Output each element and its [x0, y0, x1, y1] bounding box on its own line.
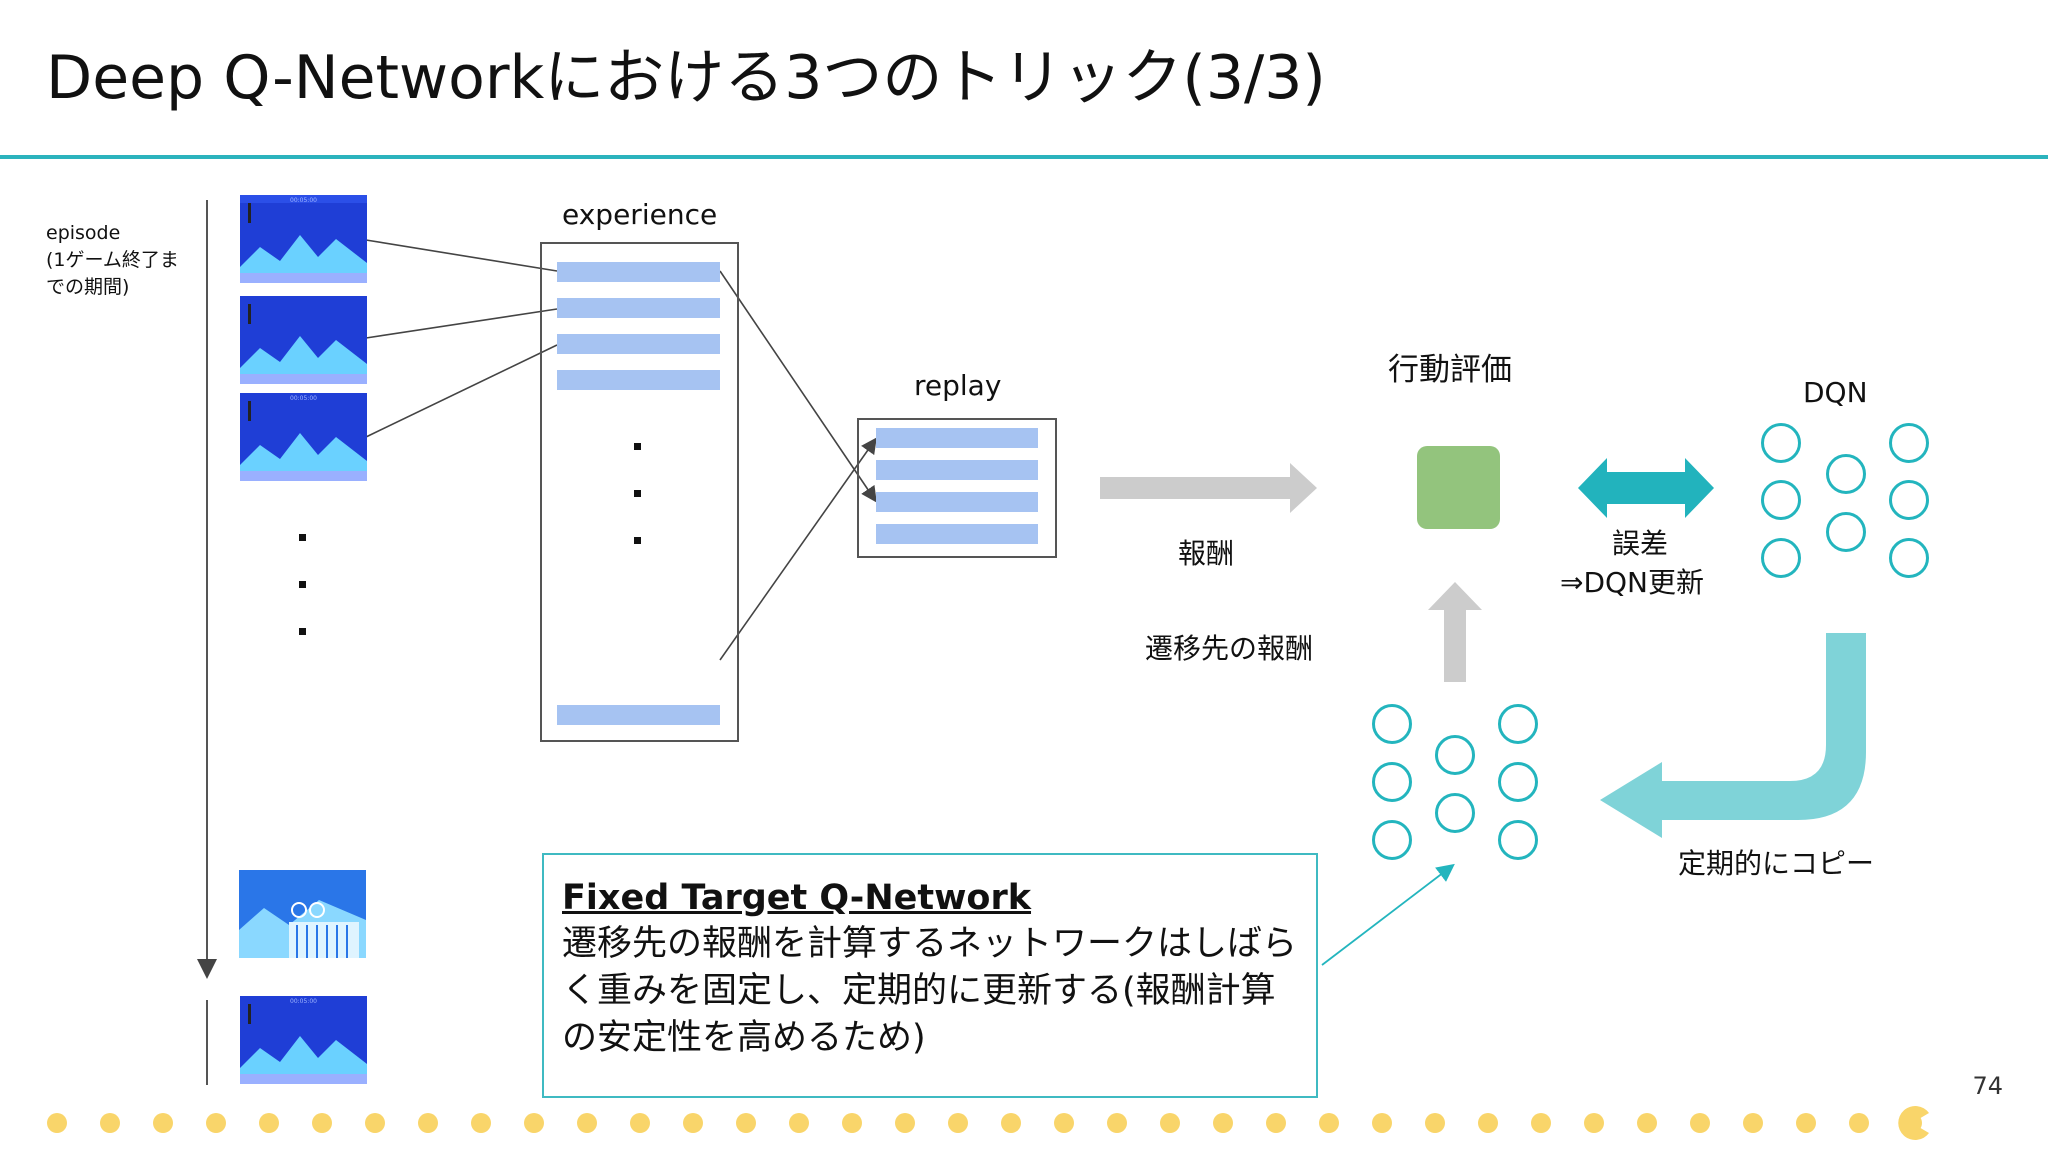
experience-bar — [557, 370, 720, 390]
footer-dot — [1849, 1113, 1869, 1133]
footer-dot — [895, 1113, 915, 1133]
fixed-target-title: Fixed Target Q-Network — [562, 878, 1032, 918]
footer-dot — [683, 1113, 703, 1133]
target-neuron — [1435, 735, 1475, 775]
ellipsis-dot — [299, 628, 306, 635]
ellipsis-dot — [634, 443, 641, 450]
footer-dot — [153, 1113, 173, 1133]
replay-buffer — [857, 418, 1057, 558]
replay-bar — [876, 492, 1038, 512]
target-neuron — [1372, 704, 1412, 744]
reward-label: 報酬 — [1178, 537, 1235, 570]
footer-dot — [736, 1113, 756, 1133]
target-neuron — [1372, 820, 1412, 860]
title-divider — [0, 155, 2048, 159]
dqn-neuron — [1761, 480, 1801, 520]
dqn-neuron — [1761, 423, 1801, 463]
replay-bar — [876, 460, 1038, 480]
footer-dot — [1690, 1113, 1710, 1133]
pacman-icon — [1898, 1106, 1929, 1140]
footer-dot — [471, 1113, 491, 1133]
periodic-copy-label: 定期的にコピー — [1678, 847, 1875, 880]
dqn-neuron — [1889, 480, 1929, 520]
game-screenshot-icon — [240, 296, 367, 384]
fixed-target-box — [542, 853, 1318, 1098]
footer-dot — [630, 1113, 650, 1133]
footer-dot — [1054, 1113, 1074, 1133]
ellipsis-dot — [299, 534, 306, 541]
fixed-target-description: 遷移先の報酬を計算するネットワークはしばらく重みを固定し、定期的に更新する(報酬… — [562, 924, 1298, 1058]
footer-dot — [312, 1113, 332, 1133]
episode-label-line1: episode — [46, 222, 121, 244]
target-neuron — [1498, 704, 1538, 744]
footer-dot — [1531, 1113, 1551, 1133]
target-neuron — [1498, 762, 1538, 802]
target-neuron — [1498, 820, 1538, 860]
dqn-neuron — [1889, 538, 1929, 578]
footer-dot — [1107, 1113, 1127, 1133]
replay-bar — [876, 428, 1038, 448]
footer-dot — [1637, 1113, 1657, 1133]
footer-dot — [47, 1113, 67, 1133]
experience-bar — [557, 298, 720, 318]
svg-text:00:05:00: 00:05:00 — [290, 998, 317, 1005]
svg-text:00:05:00: 00:05:00 — [290, 197, 317, 204]
target-neuron — [1435, 793, 1475, 833]
footer-dot — [259, 1113, 279, 1133]
footer-dot — [789, 1113, 809, 1133]
footer-dot — [365, 1113, 385, 1133]
footer-dot — [1213, 1113, 1233, 1133]
experience-label: experience — [562, 198, 718, 231]
footer-dot — [524, 1113, 544, 1133]
page-number: 74 — [1972, 1072, 2003, 1100]
footer-dot — [1319, 1113, 1339, 1133]
game-screenshot-icon: 00:05:00 — [240, 195, 367, 283]
replay-label: replay — [914, 369, 1002, 402]
svg-text:00:05:00: 00:05:00 — [290, 395, 317, 402]
footer-dot — [1796, 1113, 1816, 1133]
action-eval-node — [1417, 446, 1500, 529]
episode-label: episode (1ゲーム終了ま での期間) — [46, 220, 179, 301]
footer-dot — [1266, 1113, 1286, 1133]
footer-dot — [948, 1113, 968, 1133]
footer-dot — [577, 1113, 597, 1133]
footer-dot — [1425, 1113, 1445, 1133]
footer-dot — [1160, 1113, 1180, 1133]
game-screenshot-icon — [239, 870, 366, 958]
target-neuron — [1372, 762, 1412, 802]
footer-dot — [100, 1113, 120, 1133]
episode-label-line2: (1ゲーム終了ま — [46, 249, 179, 271]
footer-dot — [1372, 1113, 1392, 1133]
dqn-label: DQN — [1803, 376, 1868, 409]
slide-title: Deep Q-Networkにおける3つのトリック(3/3) — [46, 43, 1326, 113]
footer-dot — [1001, 1113, 1021, 1133]
dqn-neuron — [1826, 454, 1866, 494]
dqn-neuron — [1889, 423, 1929, 463]
experience-bar — [557, 705, 720, 725]
action-eval-label: 行動評価 — [1388, 352, 1512, 388]
ellipsis-dot — [634, 490, 641, 497]
footer-dot — [206, 1113, 226, 1133]
footer-dot — [1584, 1113, 1604, 1133]
game-screenshot-icon: 00:05:00 — [240, 393, 367, 481]
ellipsis-dot — [634, 537, 641, 544]
experience-buffer — [540, 242, 739, 742]
game-screenshot-icon: 00:05:00 — [240, 996, 367, 1084]
replay-bar — [876, 524, 1038, 544]
experience-bar — [557, 262, 720, 282]
episode-label-line3: での期間) — [46, 276, 130, 298]
experience-bar — [557, 334, 720, 354]
error-label: 誤差 — [1612, 527, 1669, 560]
footer-dot — [418, 1113, 438, 1133]
footer-dot — [1478, 1113, 1498, 1133]
next-reward-label: 遷移先の報酬 — [1145, 632, 1314, 665]
ellipsis-dot — [299, 581, 306, 588]
footer-dot — [1743, 1113, 1763, 1133]
dqn-update-label: ⇒DQN更新 — [1560, 566, 1705, 599]
footer-dot — [842, 1113, 862, 1133]
dqn-neuron — [1761, 538, 1801, 578]
dqn-neuron — [1826, 512, 1866, 552]
